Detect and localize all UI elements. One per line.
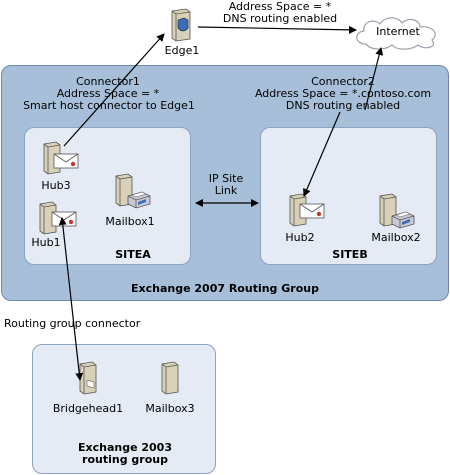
connector2-line1: Connector2 <box>311 75 375 88</box>
edge-to-internet-arrow <box>197 25 357 34</box>
mailbox2-label: Mailbox2 <box>371 231 421 244</box>
hub3-server-icon <box>43 141 79 175</box>
connector1-line3: Smart host connector to Edge1 <box>23 99 195 112</box>
mailbox2-server-icon <box>379 193 415 229</box>
connector2-line3: DNS routing enabled <box>285 99 401 112</box>
hub3-label: Hub3 <box>41 179 71 192</box>
mailbox3-label: Mailbox3 <box>145 402 195 415</box>
ex2003-label-line1: Exchange 2003 <box>78 441 172 454</box>
edge1-label: Edge1 <box>164 44 200 57</box>
sitea-label: SITEA <box>115 248 151 261</box>
routing-group-label: Exchange 2007 Routing Group <box>131 282 319 295</box>
hub2-server-icon <box>289 193 325 227</box>
mailbox1-label: Mailbox1 <box>105 215 155 228</box>
edge-server-icon <box>171 8 191 42</box>
connector1-line2: Address Space = * <box>56 87 160 100</box>
ip-site-link-line1: IP Site <box>208 172 244 185</box>
connector1-arrow <box>63 33 165 147</box>
edge-link-line1: Address Space = * <box>228 0 332 13</box>
bridgehead1-server-icon <box>79 361 97 395</box>
bridgehead1-label: Bridgehead1 <box>52 402 124 415</box>
hub1-label: Hub1 <box>31 236 61 249</box>
ex2003-label-line2: routing group <box>82 453 168 466</box>
mailbox1-server-icon <box>115 173 151 209</box>
siteb-box <box>260 127 437 265</box>
edge-link-line2: DNS routing enabled <box>222 12 338 25</box>
connector2-line2: Address Space = *.contoso.com <box>254 87 432 100</box>
siteb-label: SITEB <box>332 248 368 261</box>
connector2-to-hub2-arrow <box>303 111 341 197</box>
hub2-label: Hub2 <box>285 231 315 244</box>
ip-site-link-line2: Link <box>214 184 238 197</box>
internet-label: Internet <box>376 25 420 38</box>
internet-cloud-icon <box>356 17 436 50</box>
mailbox3-server-icon <box>161 361 179 395</box>
rg-connector-arrow <box>58 217 84 381</box>
connector2-to-internet-arrow <box>364 47 384 111</box>
